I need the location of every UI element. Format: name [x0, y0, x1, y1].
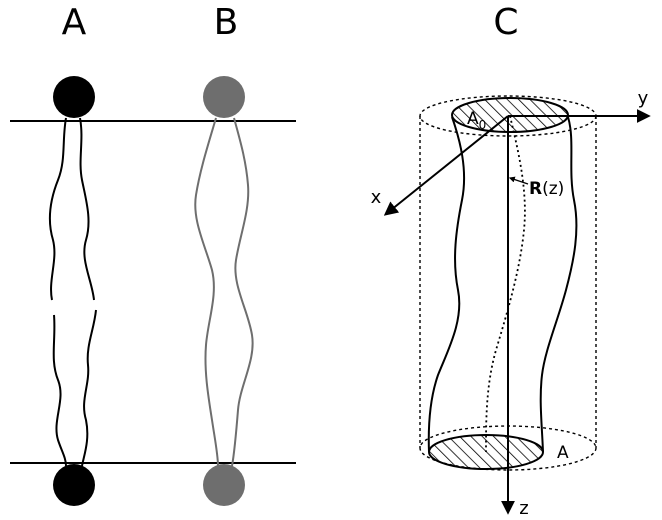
radius-pointer-arrow: [508, 176, 529, 185]
bead-bottom-b: [203, 464, 245, 506]
y-axis-label: y: [638, 88, 649, 109]
bead-top-b: [203, 76, 245, 118]
z-axis-label: z: [519, 498, 528, 519]
strand-b-right: [231, 117, 254, 467]
bead-bottom-a: [53, 464, 95, 506]
centerline-curve: [485, 115, 526, 453]
radius-label: R(z): [529, 179, 564, 199]
strand-b-left: [194, 117, 219, 467]
bottom-area-label: A: [557, 443, 569, 463]
strand-a-left-lower: [52, 314, 67, 467]
panel-c-tube: [383, 95, 651, 515]
tube-right-wall: [539, 116, 578, 453]
strand-a-right-upper: [79, 117, 95, 301]
panel-a-strand: [48, 76, 97, 506]
x-axis: [383, 115, 509, 216]
tube-left-wall: [427, 116, 466, 453]
panel-label-b: B: [214, 2, 239, 43]
top-area-label: A0: [467, 109, 486, 132]
x-axis-label: x: [371, 187, 382, 208]
panel-label-a: A: [62, 2, 87, 43]
panel-b-strand: [194, 76, 254, 506]
strand-a-left-upper: [48, 117, 67, 301]
strand-a-right-lower: [81, 309, 97, 467]
panel-label-c: C: [493, 2, 518, 43]
bead-top-a: [53, 76, 95, 118]
